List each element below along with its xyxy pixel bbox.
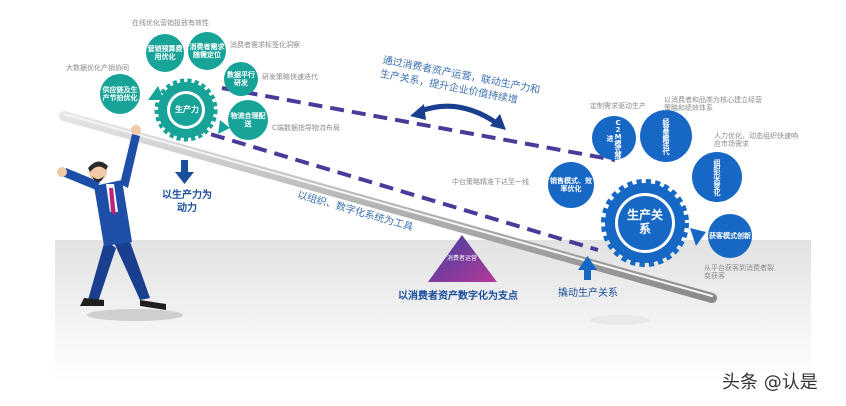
node-parallel-rd: 数据平行研发 bbox=[224, 62, 258, 96]
relations-up-arrow bbox=[578, 256, 597, 280]
productivity-down-arrow bbox=[175, 160, 194, 184]
teal-arrow-left bbox=[148, 86, 164, 100]
node-logistics: 物流合理配送 bbox=[228, 100, 268, 140]
dashed-line-top bbox=[221, 86, 616, 162]
productivity-gear bbox=[154, 78, 218, 142]
productivity-driver-label: 以生产力为动力 bbox=[162, 190, 212, 214]
caption-rd-strategy: 研发策略快速迭代 bbox=[262, 73, 318, 81]
lever-reflection bbox=[590, 315, 650, 325]
lever-bar bbox=[59, 111, 717, 303]
double-arrow bbox=[417, 103, 500, 127]
node-business-strategy: 经营策略迭代 bbox=[640, 110, 692, 162]
dashed-line-bottom bbox=[189, 126, 599, 252]
node-marketing-budget: 营销预算费用优化 bbox=[146, 34, 184, 72]
caption-big-data: 大数据优化产销协同 bbox=[66, 64, 129, 72]
pivot-pyramid bbox=[428, 235, 497, 282]
node-consumer-demand: 消费者需求随需定位 bbox=[188, 32, 226, 70]
businessman-figure bbox=[57, 125, 183, 321]
node-sales-mode: 销售模式、效率优化 bbox=[548, 162, 594, 208]
watermark: 头条 @认是 bbox=[722, 372, 818, 393]
relations-lever-label: 撬动生产关系 bbox=[558, 288, 618, 299]
caption-consumer-tags: 消费者需求标签化洞察 bbox=[230, 41, 300, 49]
caption-org-response: 人力优化，动态组织快速响应市场需求 bbox=[714, 132, 798, 149]
caption-online-marketing: 在线优化营销投放有效性 bbox=[132, 19, 209, 27]
caption-custom-demand: 定制需求驱动生产 bbox=[590, 102, 646, 110]
relations-gear bbox=[601, 179, 689, 267]
floor-shadow bbox=[55, 240, 811, 383]
caption-strategy-system: 以消费者和品类为核心建立经营策略和绩效体系 bbox=[664, 96, 762, 113]
relations-gear-label: 生产关系 bbox=[626, 208, 663, 236]
node-acquisition: 获客模式创新 bbox=[708, 214, 752, 258]
pivot-caption: 以消费者资产数字化为支点 bbox=[398, 291, 518, 302]
node-org-change: 组织形态变化 bbox=[692, 152, 742, 202]
teal-arrow-right bbox=[218, 120, 230, 134]
blue-arrow-right bbox=[690, 228, 706, 246]
caption-c-data-logistics: C端数据指导物流布局 bbox=[272, 124, 340, 132]
productivity-gear-label: 生产力 bbox=[175, 105, 199, 115]
node-supply-chain: 供应链及生产节拍优化 bbox=[100, 74, 140, 114]
node-c2m: C2M模式推进 bbox=[592, 116, 636, 160]
caption-middle-platform: 中台策略精准下达至一线 bbox=[452, 178, 529, 186]
pivot-label: 消费者运营 bbox=[446, 255, 477, 262]
caption-acquisition: 从平台获客到消费者裂变获客 bbox=[704, 264, 774, 281]
